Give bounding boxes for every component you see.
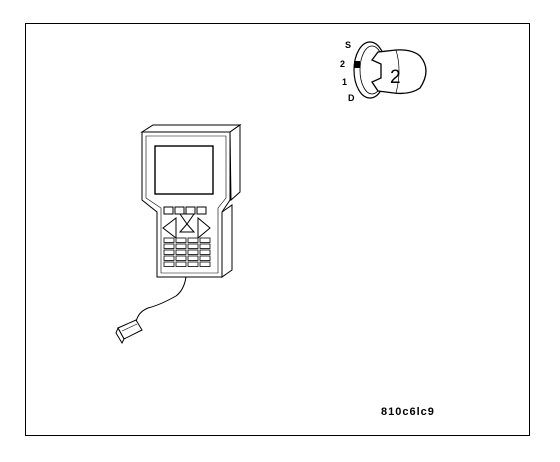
tester-arrow-down-key[interactable] [178, 223, 196, 233]
connector-pins [121, 323, 138, 332]
tester-keypad-key[interactable] [199, 243, 211, 249]
tester-numeric-keypad [163, 237, 211, 267]
tester-keypad-key[interactable] [175, 237, 187, 243]
ignition-position-d: D [348, 93, 355, 103]
tester-bezel [145, 135, 227, 274]
tester-display [154, 145, 214, 195]
ignition-position-2: 2 [340, 59, 345, 69]
tester-keypad-key[interactable] [187, 237, 199, 243]
tester-keypad-key[interactable] [199, 261, 211, 267]
tester-keypad-key[interactable] [163, 243, 175, 249]
tester-right-lower-face [221, 204, 233, 278]
tester-keypad-key[interactable] [187, 255, 199, 261]
tester-arrow-left-key[interactable] [162, 216, 177, 240]
tester-keypad-key[interactable] [163, 255, 175, 261]
tester-keypad-key[interactable] [163, 249, 175, 255]
ignition-switch: S 2 1 D 2 [340, 40, 427, 103]
tester-keypad-key[interactable] [199, 237, 211, 243]
tester-function-key[interactable] [174, 206, 185, 215]
illustration-frame [25, 23, 530, 436]
tester-keypad-key[interactable] [163, 237, 175, 243]
tester-arrow-up-key[interactable] [179, 213, 195, 225]
key-edge [395, 49, 400, 94]
tester-function-key[interactable] [196, 206, 207, 215]
tester-keypad-key[interactable] [175, 261, 187, 267]
tester-cable [135, 276, 187, 323]
tester-arrow-right-key[interactable] [197, 216, 211, 240]
tester-top-face [140, 124, 242, 133]
ignition-position-s: S [345, 40, 351, 50]
position-marker [354, 61, 360, 68]
tester-function-key[interactable] [163, 206, 174, 215]
tester-keypad-key[interactable] [163, 261, 175, 267]
tester-keypad-key[interactable] [199, 255, 211, 261]
diagnostic-tester [140, 124, 242, 278]
tester-keypad-key[interactable] [175, 249, 187, 255]
tester-right-upper-face [229, 124, 241, 202]
diagnostic-connector [115, 319, 143, 345]
tester-keypad-key[interactable] [187, 243, 199, 249]
connector-side [115, 326, 125, 345]
figure-code: 810c6lc9 [381, 406, 435, 418]
key-position-number: 2 [390, 67, 401, 88]
tester-keypad-key[interactable] [175, 255, 187, 261]
ignition-position-1: 1 [342, 77, 347, 87]
tester-keypad-key[interactable] [199, 249, 211, 255]
tester-keypad-key[interactable] [187, 261, 199, 267]
tester-function-key[interactable] [185, 206, 196, 215]
tester-keypad-key[interactable] [187, 249, 199, 255]
tester-keypad-key[interactable] [175, 243, 187, 249]
